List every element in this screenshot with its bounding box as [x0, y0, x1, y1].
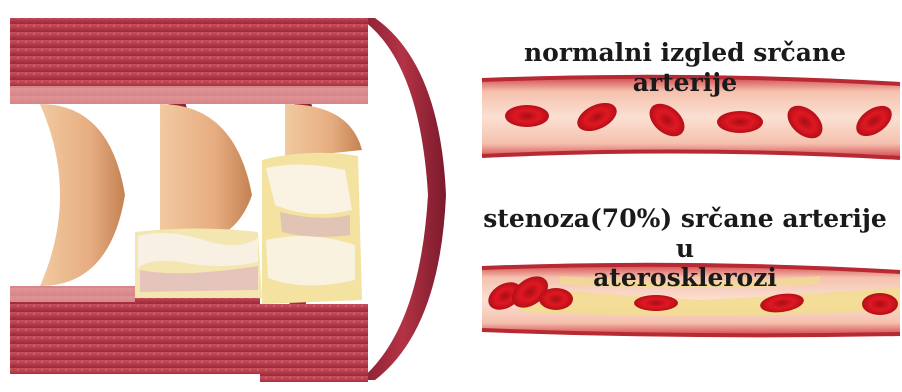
caption-stenosis: stenoza(70%) srčane arterije u ateroskle… [470, 204, 900, 293]
red-blood-cell [634, 295, 678, 311]
red-blood-cell [717, 111, 763, 133]
red-blood-cell [505, 105, 549, 127]
artery-cross-section-severe [260, 18, 446, 382]
caption-stenosis-line1: stenoza(70%) srčane arterije u [470, 204, 900, 263]
red-blood-cell [862, 293, 898, 315]
caption-stenosis-line2: aterosklerozi [470, 263, 900, 293]
caption-normal-artery: normalni izgled srčane arterije [470, 38, 900, 97]
